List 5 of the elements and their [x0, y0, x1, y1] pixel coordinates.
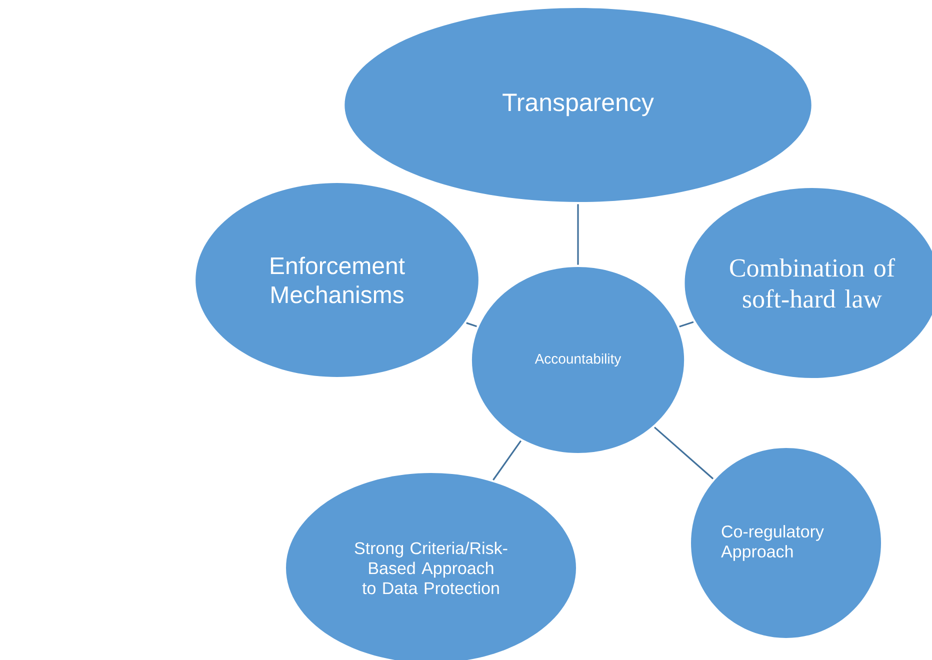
connector-line	[466, 322, 477, 328]
connector-line	[577, 204, 579, 265]
connector-line	[492, 440, 522, 480]
connector-line	[654, 426, 714, 480]
connector-line	[679, 321, 694, 328]
